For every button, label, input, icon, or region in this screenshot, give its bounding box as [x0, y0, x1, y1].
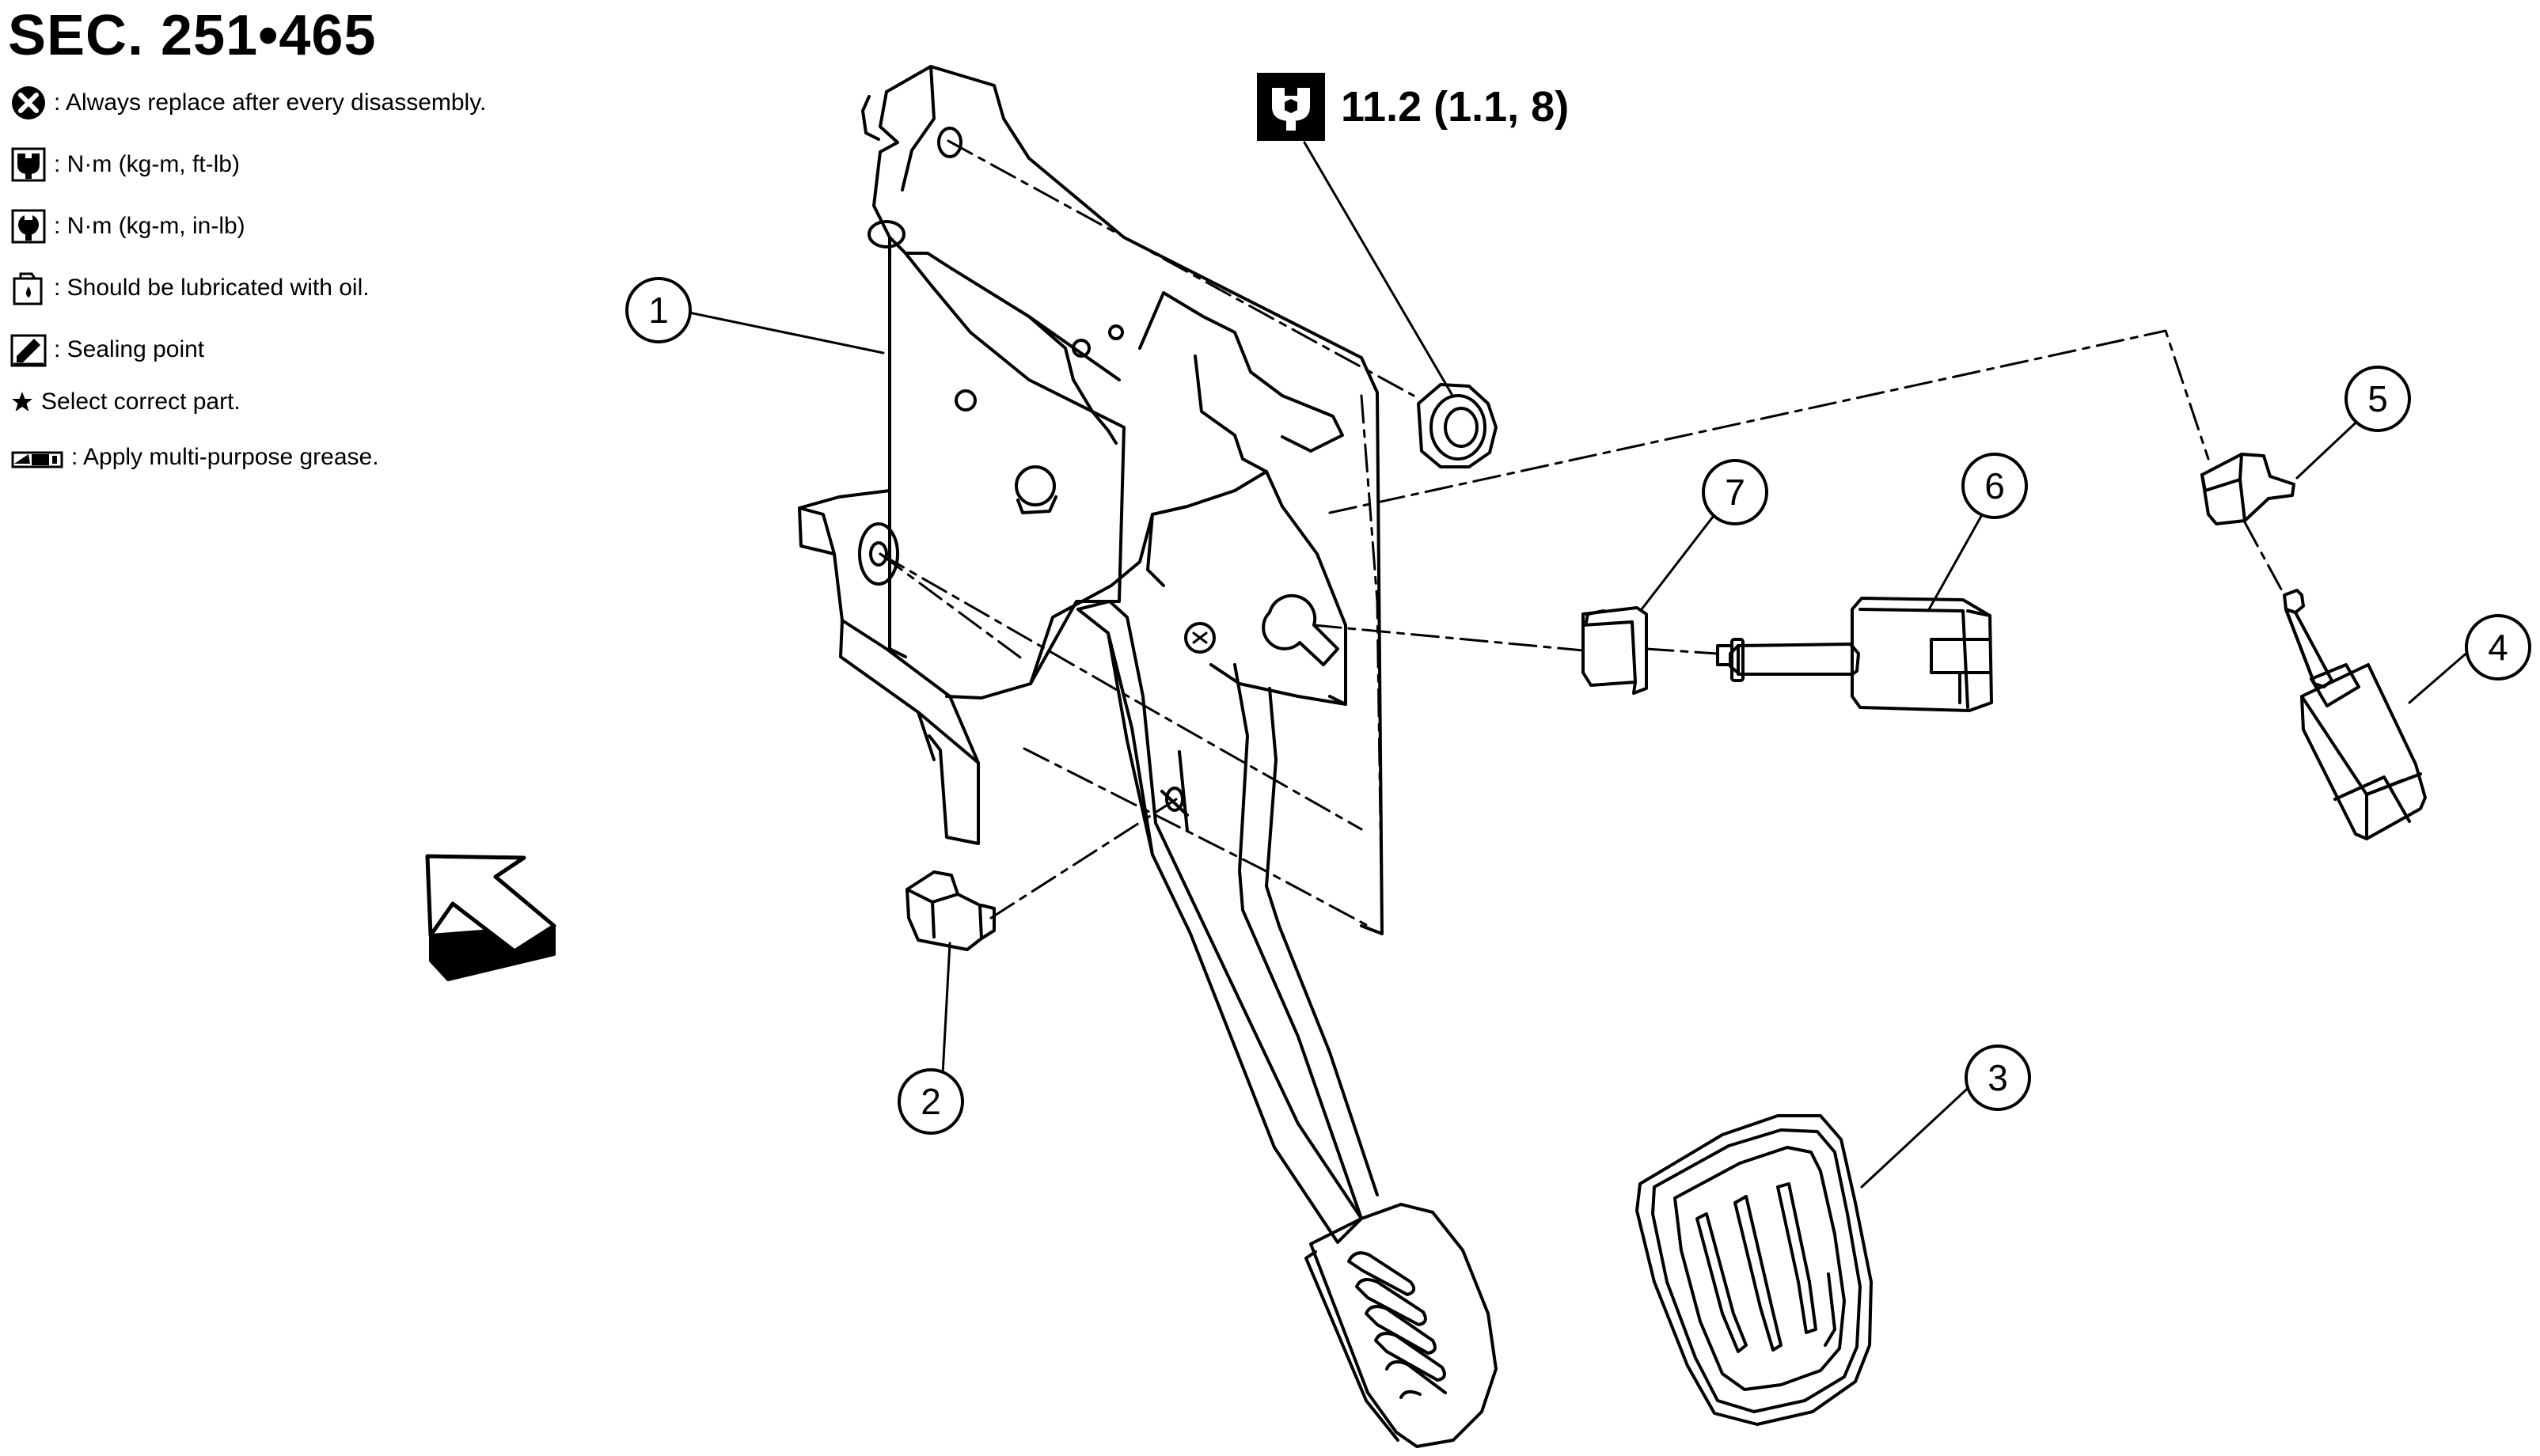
sealing-point-icon: [9, 331, 47, 369]
section-title: SEC. 251•465: [8, 4, 377, 67]
pedal-pad: [1304, 1203, 1498, 1448]
legend-item-sealing: : Sealing point: [9, 329, 204, 370]
clutch-pedal-position-switch: [2283, 589, 2427, 840]
svg-text:1: 1: [648, 290, 669, 331]
star-icon: [9, 383, 35, 421]
svg-text:6: 6: [1984, 465, 2005, 506]
svg-text:3: 3: [1988, 1057, 2008, 1098]
pedal-pad-cover: [1635, 1114, 1873, 1426]
legend-item-torque-in-lb: : N·m (kg-m, in-lb): [9, 206, 245, 247]
svg-text:2: 2: [921, 1081, 941, 1122]
front-direction-arrow: [425, 854, 556, 981]
torque-value: 11.2 (1.1, 8): [1341, 83, 1570, 131]
legend-item-torque-ft-lb: : N·m (kg-m, ft-lb): [9, 144, 240, 185]
torque-callout: 11.2 (1.1, 8): [1257, 73, 1569, 141]
callout-1: 1: [625, 277, 692, 343]
torque-in-lb-icon: [9, 207, 47, 245]
legend-item-select-part: Select correct part.: [9, 381, 241, 423]
svg-text:4: 4: [2488, 627, 2508, 668]
assembly-leader-lines: [879, 139, 2286, 935]
torque-ft-lb-icon: [9, 146, 47, 184]
grease-icon: [9, 438, 65, 476]
switch-clip: [1581, 606, 1648, 695]
stop-lamp-switch: [1716, 597, 1993, 712]
legend-item-replace: : Always replace after every disassembly…: [9, 82, 486, 123]
callout-7: 7: [1702, 459, 1768, 525]
callout-leader-lines: [684, 141, 2471, 1189]
clutch-switch-clip: [2200, 453, 2295, 525]
torque-wrench-icon: [1257, 73, 1325, 141]
pedal-arm: [1076, 600, 1379, 1244]
callout-4: 4: [2465, 614, 2531, 681]
callout-2: 2: [898, 1068, 964, 1135]
legend-item-grease: : Apply multi-purpose grease.: [9, 437, 379, 478]
callout-6: 6: [1961, 453, 2028, 519]
pedal-bushing: [1417, 383, 1498, 468]
stopper-rubber: [906, 870, 996, 951]
legend-item-oil: : Should be lubricated with oil.: [9, 267, 370, 309]
callout-5: 5: [2344, 366, 2411, 432]
oil-can-icon: [9, 269, 47, 307]
callout-3: 3: [1965, 1045, 2031, 1111]
svg-text:7: 7: [1725, 472, 1745, 513]
pedal-bracket: [798, 65, 1384, 935]
svg-text:5: 5: [2367, 378, 2388, 419]
replace-part-icon: [9, 84, 47, 122]
